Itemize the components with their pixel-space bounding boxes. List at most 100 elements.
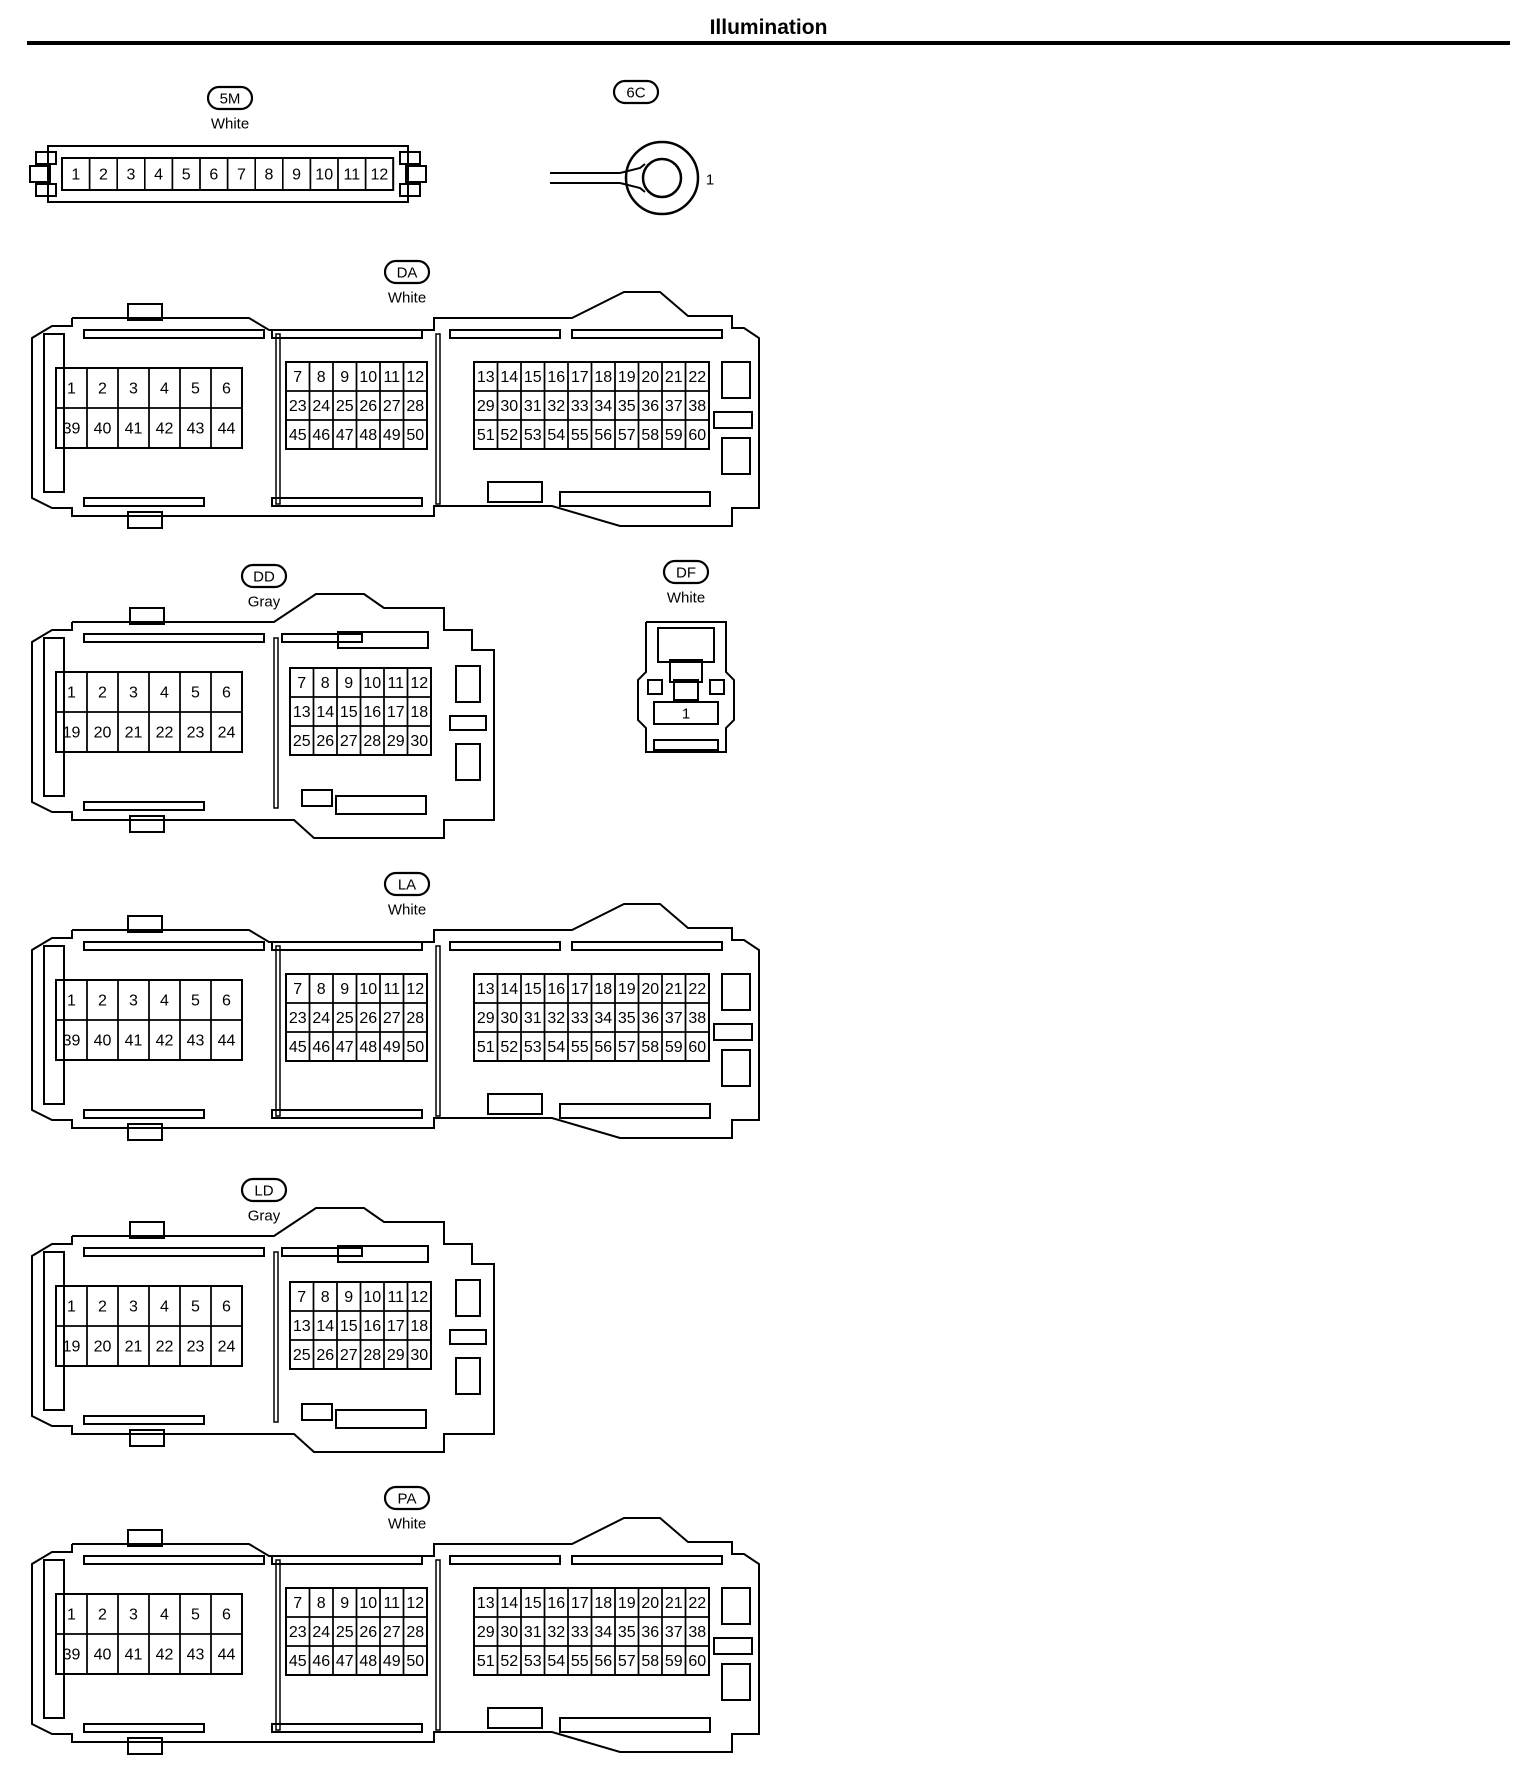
pin-number: 12 [410, 1289, 428, 1306]
pin-number: 3 [129, 381, 138, 398]
crimp [619, 182, 646, 193]
pin-cell [684, 419, 710, 450]
housing-color: White [211, 116, 249, 133]
badge-outline [240, 1177, 288, 1203]
pin-number: 44 [218, 1647, 236, 1664]
pin-number: 12 [410, 675, 428, 692]
divider [275, 333, 281, 505]
pin-number: 18 [410, 1318, 428, 1335]
pin-number: 12 [371, 167, 389, 184]
pin-number: 50 [406, 427, 424, 444]
pin-number: 24 [312, 1010, 330, 1027]
slot [83, 329, 265, 339]
pin-cell [402, 1645, 428, 1676]
pin-number: 25 [336, 398, 354, 415]
housing-outline [47, 145, 409, 203]
pin-number: 26 [316, 1347, 334, 1364]
pin-number: 43 [187, 1647, 205, 1664]
pin-number: 7 [293, 981, 302, 998]
pin-number: 42 [156, 1647, 174, 1664]
pin-number: 45 [289, 1653, 307, 1670]
pin-number: 2 [98, 1607, 107, 1624]
connector-code: LD [254, 1183, 273, 1200]
pin-number: 12 [406, 981, 424, 998]
pin-number: 2 [98, 1299, 107, 1316]
slot [571, 1555, 723, 1565]
pin-number: 44 [218, 1033, 236, 1050]
pin-number: 11 [383, 369, 400, 386]
slot [449, 1555, 561, 1565]
housing-outline [31, 903, 760, 1139]
housing-color: Gray [248, 1208, 281, 1225]
pin-number: 28 [406, 398, 424, 415]
pin-number: 4 [160, 685, 169, 702]
pin-number: 1 [682, 706, 690, 723]
pin-number: 46 [312, 1039, 330, 1056]
pin-number: 20 [641, 981, 659, 998]
pin-number: 25 [336, 1624, 354, 1641]
pin-number: 52 [500, 1039, 518, 1056]
pin-number: 2 [99, 167, 108, 184]
pin-number: 32 [547, 1624, 565, 1641]
pin-number: 23 [187, 725, 205, 742]
pin-number: 23 [187, 1339, 205, 1356]
pin-number: 57 [618, 1653, 636, 1670]
divider [275, 1559, 281, 1731]
pin-number: 38 [688, 1624, 706, 1641]
housing-color: White [388, 902, 426, 919]
slot [559, 1717, 711, 1733]
slot [571, 941, 723, 951]
pin-number: 8 [317, 1595, 326, 1612]
slot [83, 941, 265, 951]
lock-tab [721, 1049, 751, 1087]
bottom-latch [127, 1737, 163, 1755]
pin-number: 56 [594, 1653, 612, 1670]
pin-number: 38 [688, 1010, 706, 1027]
pin-number: 19 [618, 1595, 636, 1612]
pin-number: 24 [218, 725, 236, 742]
pin-number: 10 [359, 981, 377, 998]
pin-number: 3 [129, 1607, 138, 1624]
pin-number: 56 [594, 427, 612, 444]
pin-number: 51 [477, 427, 495, 444]
lock-tab [455, 1357, 481, 1395]
pin-number: 36 [641, 1624, 659, 1641]
lock-tab [455, 665, 481, 703]
pin-cell [653, 701, 719, 725]
divider [273, 1251, 279, 1423]
pin-number: 6 [222, 993, 231, 1010]
pin-number: 50 [406, 1653, 424, 1670]
housing-outline [637, 621, 735, 753]
pin-number: 31 [524, 1010, 542, 1027]
pin-number: 13 [477, 981, 495, 998]
pin-number: 47 [336, 1653, 354, 1670]
pin-number: 9 [292, 167, 301, 184]
pin-number: 43 [187, 1033, 205, 1050]
pin-number: 55 [571, 427, 589, 444]
pin-number: 7 [297, 1289, 306, 1306]
badge-outline [206, 85, 254, 111]
pin-number: 36 [641, 398, 659, 415]
pin-number: 18 [410, 704, 428, 721]
pin-number: 60 [688, 427, 706, 444]
pin-number: 2 [98, 993, 107, 1010]
pin-number: 3 [129, 993, 138, 1010]
pin-number: 24 [218, 1339, 236, 1356]
crimp [619, 163, 646, 174]
pin-number: 5 [182, 167, 191, 184]
pin-number: 2 [98, 685, 107, 702]
pin-number: 16 [547, 369, 565, 386]
bottom-latch [129, 1429, 165, 1447]
pin-number: 31 [524, 1624, 542, 1641]
pin-number: 1 [67, 381, 76, 398]
pin-cell [402, 419, 428, 450]
pin-number: 49 [383, 1039, 401, 1056]
pin-number: 29 [387, 733, 405, 750]
pin-number: 59 [665, 1653, 683, 1670]
